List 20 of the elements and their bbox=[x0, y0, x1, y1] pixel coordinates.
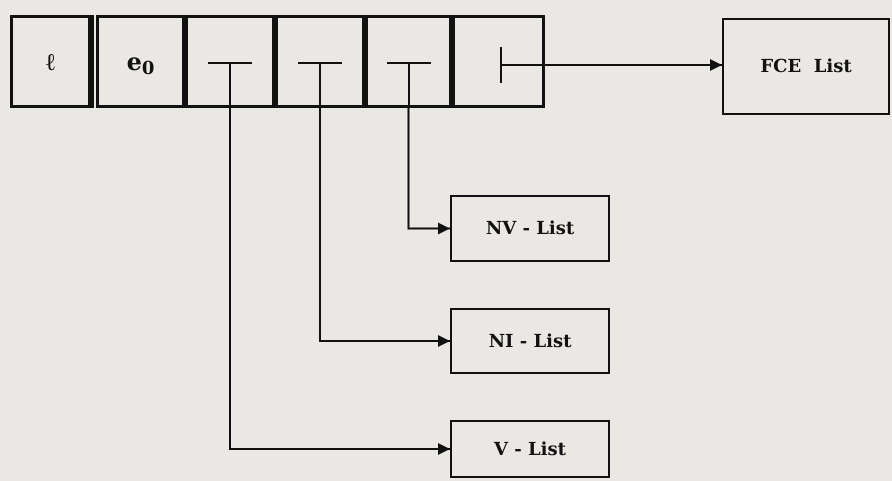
arrow bbox=[408, 108, 450, 234]
list-label: V - List bbox=[494, 438, 566, 462]
list-box bbox=[450, 420, 610, 478]
list-box bbox=[722, 18, 890, 115]
list-box bbox=[450, 195, 610, 262]
field-label: e$_{0}$ bbox=[126, 46, 154, 80]
record-field bbox=[452, 15, 545, 108]
record-field bbox=[275, 15, 365, 108]
list-label: NI - List bbox=[488, 330, 572, 354]
arrow bbox=[319, 108, 450, 347]
list-box bbox=[450, 308, 610, 374]
record-field bbox=[185, 15, 275, 108]
list-label: FCE List bbox=[760, 55, 852, 79]
field-label: ℓ bbox=[46, 46, 55, 78]
record-field bbox=[365, 15, 452, 108]
arrow bbox=[545, 59, 722, 71]
list-label: NV - List bbox=[486, 217, 574, 241]
record-field bbox=[96, 15, 185, 108]
record-field bbox=[10, 15, 94, 108]
arrow bbox=[229, 108, 450, 455]
